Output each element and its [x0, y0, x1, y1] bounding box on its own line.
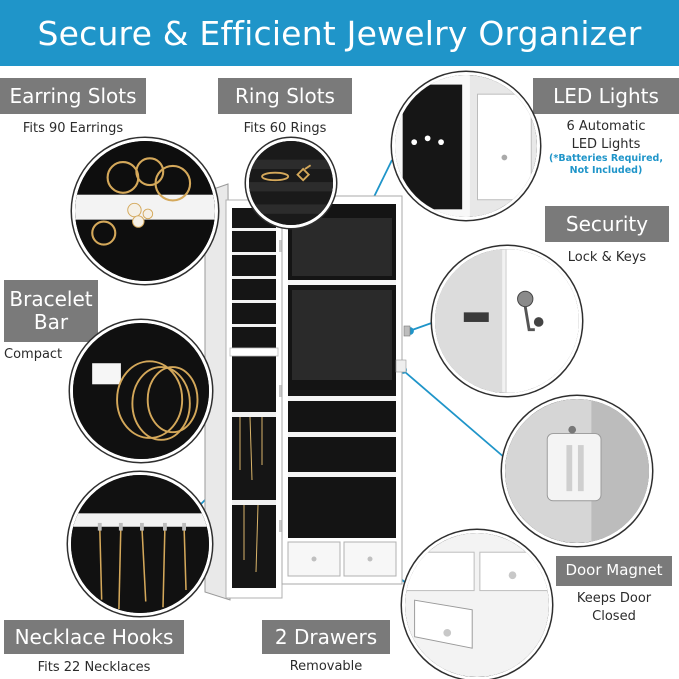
bracelet-detail-icon [73, 323, 209, 459]
necklace-detail-circle [68, 472, 212, 616]
bracelet-bar-label-line-1: Bracelet [9, 287, 93, 311]
earring-slots-label: Earring Slots [0, 78, 146, 114]
necklace-detail-icon [71, 475, 209, 613]
earring-slots-caption: Fits 90 Earrings [22, 121, 124, 136]
door-magnet-caption-line-2: Closed [592, 608, 636, 624]
page-title: Secure & Efficient Jewelry Organizer [0, 0, 679, 66]
bracelet-bar-label-line-2: Bar [33, 310, 69, 334]
security-detail-circle [432, 246, 582, 396]
ring-slots-caption: Fits 60 Rings [243, 121, 327, 136]
led-lights-label: LED Lights [533, 78, 679, 114]
security-label: Security [545, 206, 669, 242]
magnet-detail-circle [502, 396, 652, 546]
bracelet-bar-caption: Compact [4, 347, 63, 362]
door-magnet-label: Door Magnet [556, 556, 672, 586]
magnet-detail-icon [505, 399, 649, 543]
door-magnet-caption: Keeps Door Closed [556, 590, 672, 625]
led-detail-circle [392, 72, 540, 220]
led-lights-caption-line-2: LED Lights [571, 136, 641, 152]
earring-detail-circle [72, 138, 218, 284]
led-detail-icon [395, 75, 537, 217]
door-magnet-caption-line-1: Keeps Door [576, 591, 652, 606]
ring-detail-icon [249, 141, 333, 225]
ring-slots-label: Ring Slots [218, 78, 352, 114]
bracelet-detail-circle [70, 320, 212, 462]
cabinet-body [281, 195, 411, 585]
cabinet-door [204, 183, 284, 601]
necklace-hooks-label: Necklace Hooks [4, 620, 184, 654]
led-lights-caption-line-1: 6 Automatic [566, 119, 646, 134]
led-battery-note-2: Not Included) [569, 164, 643, 176]
earring-detail-icon [75, 141, 215, 281]
drawers-detail-circle [402, 530, 552, 679]
led-lights-caption: 6 Automatic LED Lights (*Batteries Requi… [533, 118, 679, 177]
led-battery-note-1: (*Batteries Required, [549, 153, 663, 165]
necklace-hooks-caption: Fits 22 Necklaces [37, 660, 151, 675]
ring-detail-circle [246, 138, 336, 228]
drawer-detail-icon [405, 533, 549, 677]
lock-icon [435, 249, 579, 393]
security-caption: Lock & Keys [567, 250, 647, 265]
drawers-caption: Removable [289, 659, 363, 674]
drawers-label: 2 Drawers [262, 620, 390, 654]
